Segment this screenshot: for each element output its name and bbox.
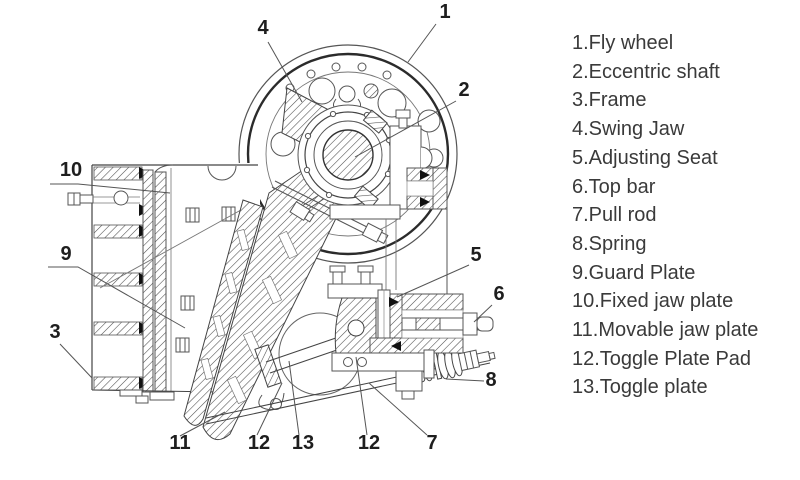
callout-7: 7 [426,432,438,454]
legend-item-pull-rod: 7.Pull rod [572,204,657,227]
callout-8: 8 [485,369,497,391]
legend-item-eccentric-shaft: 2.Eccentric shaft [572,60,720,83]
frame-bolt [67,190,140,206]
callout-1: 1 [439,1,451,23]
legend-item-fixed-jaw-plate: 10.Fixed jaw plate [572,290,734,313]
flange-bolts [303,110,393,200]
callout-10: 10 [59,159,83,181]
legend-item-adjusting-seat: 5.Adjusting Seat [572,146,718,169]
legend-item-frame: 3.Frame [572,89,647,112]
legend-item-toggle-plate-pad: 12.Toggle Plate Pad [572,347,752,370]
swing-jaw [183,87,389,441]
eccentric-shaft-hub [297,104,399,210]
callout-6: 6 [493,283,505,305]
bearing-support [406,167,448,296]
callout-12b: 12 [357,432,381,454]
jaw-backing-strip [154,171,167,394]
legend-item-guard-plate: 9.Guard Plate [572,261,696,284]
callout-3: 3 [49,321,61,343]
lifting-lug [332,85,362,110]
callout-4: 4 [257,17,269,39]
side-plate-rib [99,204,251,289]
callout-12a: 12 [247,432,271,454]
key-section [363,83,379,99]
callout-13: 13 [291,432,315,454]
frame-notch [207,165,237,181]
callout-5: 5 [470,244,482,266]
side-plate-nuts [175,206,236,353]
swing-jaw-slots [226,230,299,405]
toggle-pad-left [254,344,282,388]
callout-9: 9 [60,243,72,265]
adjusting-seat [327,265,494,400]
legend-item-movable-jaw-plate: 11.Movable jaw plate [572,319,759,342]
leader-lines [48,23,493,437]
wedge-bolt-right [271,180,389,245]
eccentric-shaft [322,129,374,181]
legend-item-fly-wheel: 1.Fly wheel [572,32,674,54]
jaw-plate-slots [200,229,250,380]
top-bar [401,312,494,336]
fixed-jaw-plate [142,169,154,393]
parts-legend: 1.Fly wheel 2.Eccentric shaft 3.Frame 4.… [572,29,758,402]
legend-item-toggle-plate: 13.Toggle plate [572,376,708,399]
legend-item-top-bar: 6.Top bar [572,175,656,198]
callout-2: 2 [458,79,470,101]
legend-item-spring: 8.Spring [572,232,647,255]
pull-rod-nut [457,349,496,372]
legend-item-swing-jaw: 4.Swing Jaw [572,118,685,141]
callout-11: 11 [169,432,191,454]
